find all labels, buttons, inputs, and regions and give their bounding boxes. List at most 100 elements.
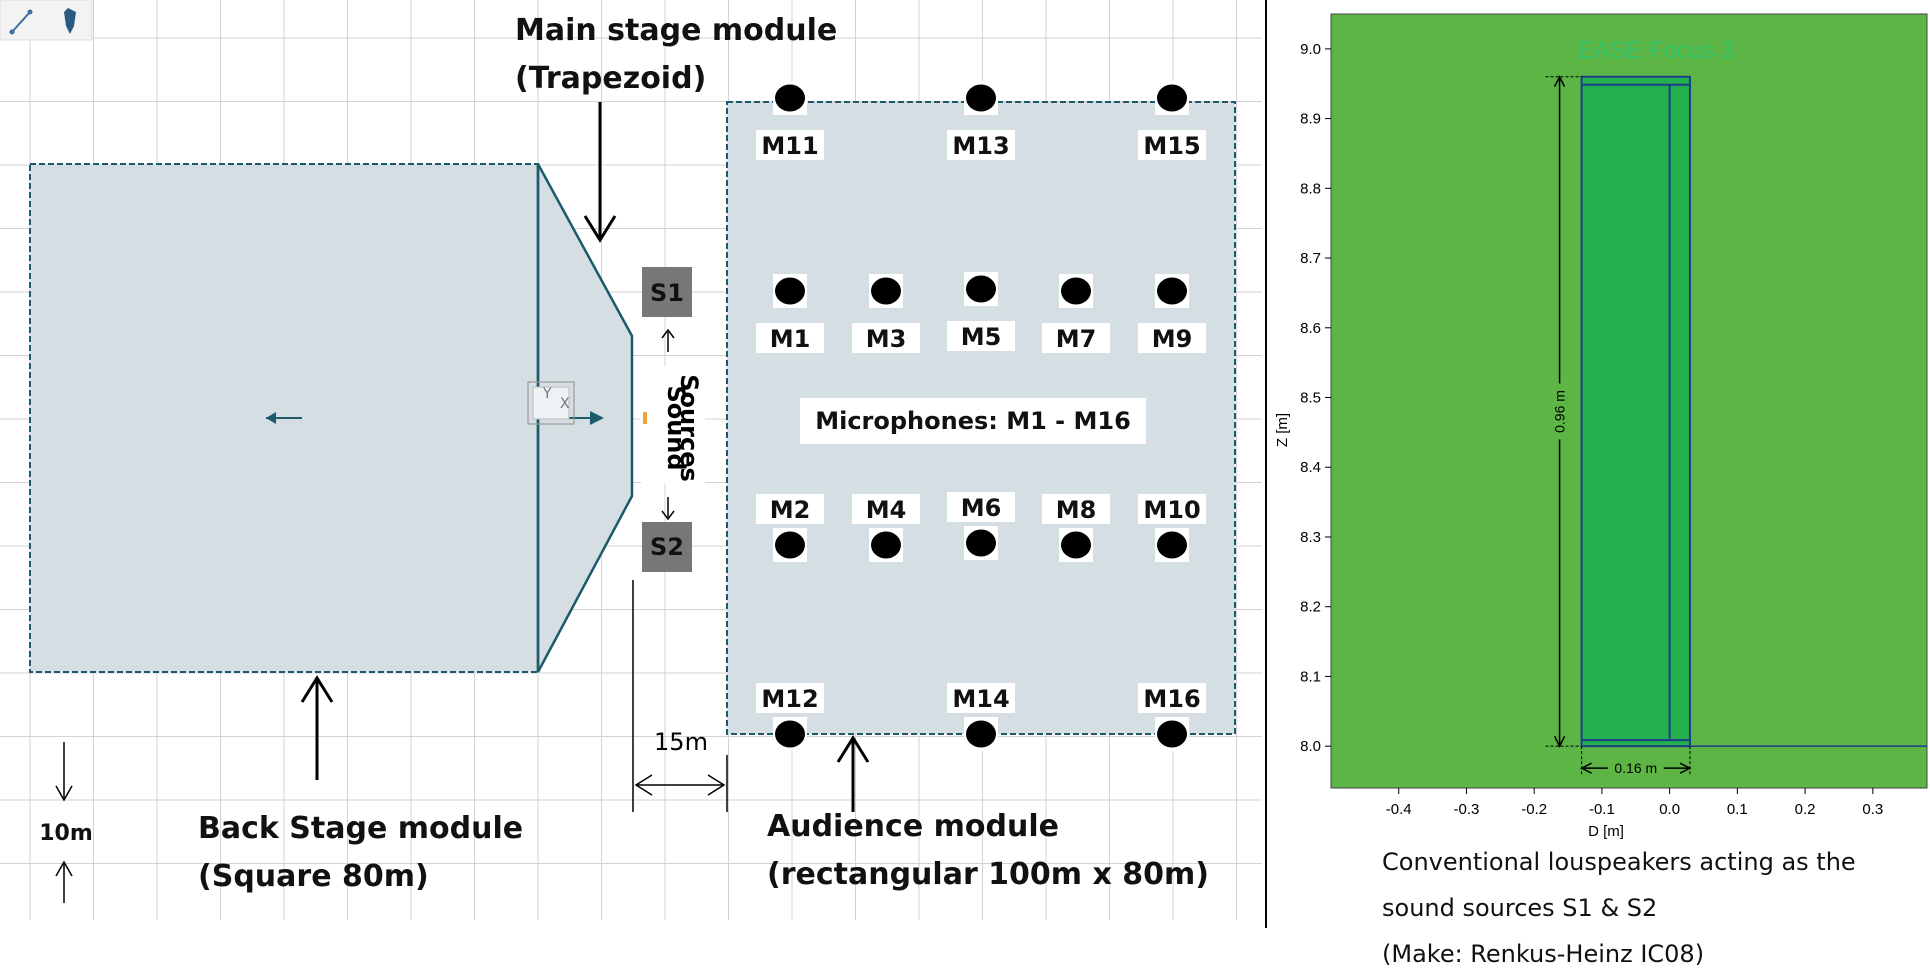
- microphone-m9[interactable]: M9: [1138, 274, 1206, 353]
- microphone-m5[interactable]: M5: [947, 272, 1015, 351]
- loudspeaker-outline: 0.96 m 0.16 m: [1545, 75, 1927, 778]
- microphone-m4[interactable]: M4: [852, 494, 920, 562]
- dim-arrow: [1553, 75, 1566, 88]
- caption-line-3: (Make: Renkus-Heinz IC08): [1382, 940, 1705, 968]
- main-stage-arrow: [583, 102, 617, 243]
- mic-label: M2: [770, 496, 811, 524]
- microphone-m12[interactable]: M12: [756, 683, 824, 751]
- y-tick-label: 8.2: [1300, 599, 1321, 616]
- mic-label-bg: [852, 323, 920, 353]
- mic-dot: [966, 275, 996, 303]
- audience-subtitle: (rectangular 100m x 80m): [767, 857, 1209, 892]
- mic-label: M14: [952, 685, 1009, 713]
- mic-label: M4: [866, 496, 907, 524]
- pen-icon[interactable]: [64, 8, 76, 34]
- height-dim-label: 0.96 m: [1552, 390, 1568, 433]
- mic-dot: [775, 531, 805, 559]
- mic-dot: [775, 277, 805, 305]
- mic-label-bg: [947, 683, 1015, 713]
- toolbar: [0, 0, 93, 41]
- mic-label-bg: [947, 492, 1015, 522]
- axis-gizmo: Y X: [527, 381, 575, 425]
- mic-label: M15: [1143, 132, 1200, 160]
- mic-label-bg: [1138, 683, 1206, 713]
- source-s1[interactable]: S1: [642, 267, 692, 317]
- microphone-m10[interactable]: M10: [1138, 494, 1206, 562]
- mic-dot: [775, 720, 805, 748]
- mic-label-bg: [756, 683, 824, 713]
- dimension-10m: 10m: [39, 742, 93, 903]
- microphone-m7[interactable]: M7: [1042, 274, 1110, 353]
- mic-dot: [966, 84, 996, 112]
- mic-label: M9: [1152, 325, 1193, 353]
- source-arrows: [661, 328, 675, 521]
- microphones-label: Microphones: M1 - M16: [815, 407, 1131, 435]
- mic-label: M10: [1143, 496, 1200, 524]
- measure-icon[interactable]: [9, 9, 33, 35]
- sound-label: Sound: [662, 385, 690, 470]
- mic-label-bg: [756, 323, 824, 353]
- y-tick-label: 8.9: [1300, 111, 1321, 128]
- dim-15m-label: 15m: [654, 728, 708, 756]
- mic-label: M3: [866, 325, 907, 353]
- dim-arrow: [1579, 762, 1592, 774]
- microphone-m15[interactable]: M15: [1138, 81, 1206, 160]
- mic-label: M6: [961, 494, 1002, 522]
- mic-dot: [966, 720, 996, 748]
- microphone-m13[interactable]: M13: [947, 81, 1015, 160]
- back-stage-arrow: [300, 675, 334, 780]
- dim-arrow: [1553, 735, 1566, 748]
- main-stage-title: Main stage module: [515, 13, 837, 48]
- mic-dot: [1061, 277, 1091, 305]
- x-tick-label: -0.3: [1454, 801, 1480, 818]
- dimension-15m: 15m: [632, 580, 728, 812]
- x-tick-label: 0.3: [1862, 801, 1883, 818]
- microphone-m14[interactable]: M14: [947, 683, 1015, 751]
- microphone-m11[interactable]: M11: [756, 81, 824, 160]
- dim-label-bg: [1551, 383, 1568, 440]
- mic-label: M11: [761, 132, 818, 160]
- cursor-mark: [643, 412, 647, 424]
- dim-arrow: [1679, 762, 1692, 774]
- mic-dot: [1157, 720, 1187, 748]
- x-tick-label: 0.1: [1727, 801, 1748, 818]
- mic-label-bg: [852, 494, 920, 524]
- x-tick-label: 0.2: [1795, 801, 1816, 818]
- caption-line-2: sound sources S1 & S2: [1382, 894, 1658, 922]
- width-dim-label: 0.16 m: [1614, 760, 1657, 776]
- microphone-m3[interactable]: M3: [852, 274, 920, 353]
- microphone-m1[interactable]: M1: [756, 274, 824, 353]
- mic-label: M8: [1056, 496, 1097, 524]
- y-tick-label: 9.0: [1300, 41, 1321, 58]
- mic-label: M12: [761, 685, 818, 713]
- y-tick-label: 8.1: [1300, 668, 1321, 685]
- axis-y-label: Y: [542, 386, 552, 402]
- direction-arrow-left: [266, 412, 302, 424]
- sources-label: Sources: [675, 374, 703, 481]
- microphone-m8[interactable]: M8: [1042, 494, 1110, 562]
- speaker-plot: EASE Focus 3 8.08.18.28.38.48.58.68.78.8…: [1274, 13, 1928, 840]
- y-axis-label: Z [m]: [1274, 413, 1291, 447]
- mic-dot: [1157, 84, 1187, 112]
- source-s2[interactable]: S2: [642, 522, 692, 572]
- x-tick-label: -0.1: [1589, 801, 1615, 818]
- mic-label: M13: [952, 132, 1009, 160]
- mic-dot: [871, 531, 901, 559]
- mic-label-bg: [1042, 323, 1110, 353]
- y-tick-label: 8.7: [1300, 250, 1321, 267]
- y-axis-ticks: 8.08.18.28.38.48.58.68.78.88.99.0: [1300, 41, 1331, 755]
- back-stage-title: Back Stage module: [198, 811, 523, 846]
- microphone-m6[interactable]: M6: [947, 492, 1015, 560]
- mic-dot: [1061, 531, 1091, 559]
- dim-label-bg: [1607, 759, 1664, 778]
- y-tick-label: 8.8: [1300, 180, 1321, 197]
- sources-label-bg: [641, 366, 705, 484]
- y-tick-label: 8.6: [1300, 320, 1321, 337]
- mic-label: M5: [961, 323, 1002, 351]
- microphone-m16[interactable]: M16: [1138, 683, 1206, 751]
- microphone-m2[interactable]: M2: [756, 494, 824, 562]
- x-tick-label: -0.4: [1386, 801, 1412, 818]
- x-axis-label: D [m]: [1588, 823, 1624, 840]
